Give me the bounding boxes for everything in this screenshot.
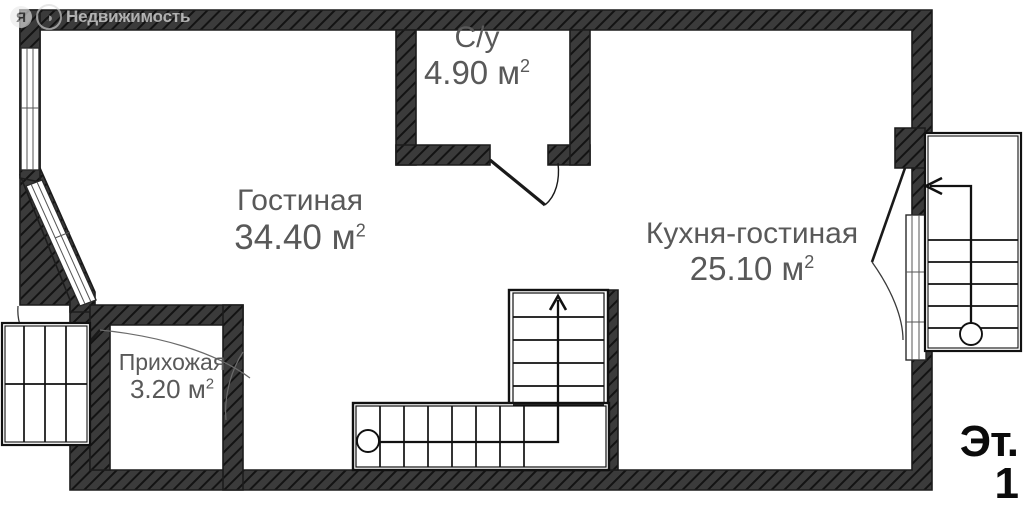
right-door-jamb — [894, 127, 926, 169]
exterior-stair-left-treads — [5, 326, 87, 442]
door-entrance-right — [870, 167, 907, 341]
exterior-stair-left[interactable] — [0, 321, 92, 447]
window-bay-diagonal — [25, 179, 97, 307]
exterior-stair-right-direction-arrow — [923, 176, 973, 337]
hallway-wall-right — [222, 304, 244, 491]
exterior-stair-right-start-marker — [959, 322, 983, 346]
window-east — [905, 214, 927, 361]
floor-badge: Эт. 1 — [960, 420, 1019, 509]
windows-group — [20, 47, 927, 361]
exterior-stair-right[interactable] — [923, 131, 1023, 353]
floor-badge-number: 1 — [994, 459, 1019, 509]
hallway-swing-arc-right — [225, 351, 244, 421]
interior-stair-start-marker — [356, 429, 380, 453]
interior-stair[interactable] — [351, 288, 611, 472]
bathroom-wall-right — [569, 29, 591, 166]
door-bathroom — [488, 158, 560, 207]
doors-group — [17, 158, 907, 421]
bathroom-wall-bottom-left — [395, 144, 491, 166]
window-north-left — [20, 47, 40, 171]
interior-stair-direction-arrow — [358, 293, 568, 444]
floor-badge-prefix: Эт. — [959, 417, 1019, 467]
hallway-wall-top — [89, 304, 244, 471]
